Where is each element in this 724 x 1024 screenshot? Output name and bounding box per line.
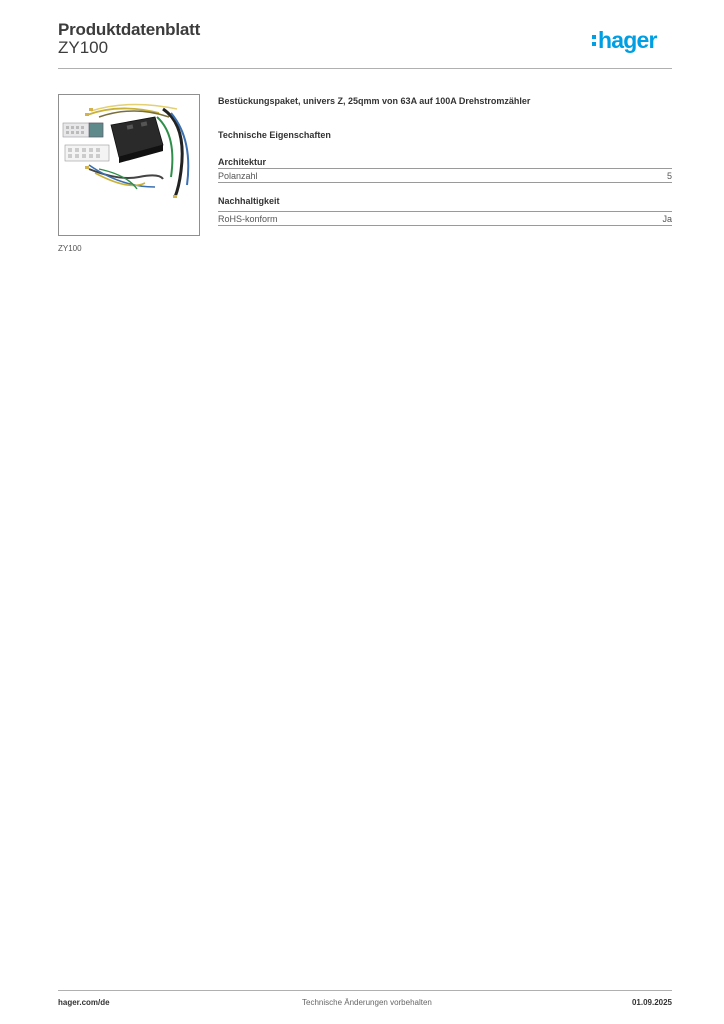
product-code-header: ZY100	[58, 38, 109, 57]
product-description: Bestückungspaket, univers Z, 25qmm von 6…	[218, 96, 531, 106]
product-details: Bestückungspaket, univers Z, 25qmm von 6…	[218, 96, 672, 226]
header-divider	[58, 68, 672, 69]
property-value: 5	[666, 170, 672, 181]
property-label: Polanzahl	[218, 170, 258, 181]
property-value: Ja	[662, 213, 672, 224]
property-row-rohs: RoHS-konform Ja	[218, 211, 672, 226]
property-row-polanzahl: Polanzahl 5	[218, 168, 672, 183]
hager-logo: hager	[590, 26, 676, 58]
section-title-nachhaltigkeit: Nachhaltigkeit	[218, 196, 280, 206]
footer-date: 01.09.2025	[631, 998, 672, 1007]
section-title-architektur: Architektur	[218, 157, 267, 167]
page-title: Produktdatenblatt	[58, 20, 201, 39]
tech-properties-heading: Technische Eigenschaften	[218, 130, 331, 140]
product-image	[58, 94, 200, 236]
image-caption: ZY100	[58, 244, 82, 253]
footer-notice: Technische Änderungen vorbehalten	[302, 998, 432, 1007]
footer-website-link[interactable]: hager.com/de	[58, 998, 110, 1007]
svg-text:hager: hager	[598, 27, 657, 53]
footer-divider	[58, 990, 672, 991]
property-label: RoHS-konform	[218, 213, 278, 224]
